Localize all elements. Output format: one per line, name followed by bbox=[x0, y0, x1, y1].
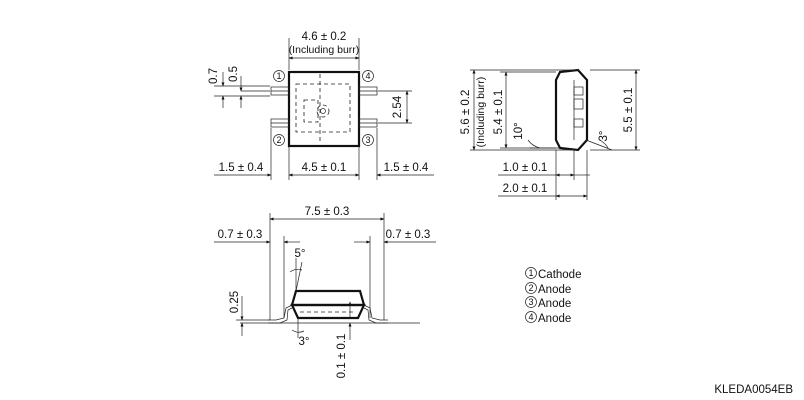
angle-3-front: 3° bbox=[299, 336, 310, 348]
svg-text:3: 3 bbox=[528, 297, 533, 307]
package-body bbox=[287, 70, 361, 148]
pitch-dim: 2.54 bbox=[392, 95, 404, 118]
lead-left-dim: 1.5 ± 0.4 bbox=[219, 162, 264, 174]
svg-text:Anode: Anode bbox=[538, 284, 571, 296]
svg-text:3: 3 bbox=[365, 135, 370, 145]
side-view: 5.6 ± 0.2 (Including burr) 5.4 ± 0.1 5.5… bbox=[460, 68, 640, 200]
side-body bbox=[554, 68, 589, 152]
svg-text:Anode: Anode bbox=[538, 313, 571, 325]
angle-5: 5° bbox=[295, 248, 306, 260]
angle-10: 10° bbox=[513, 122, 525, 139]
standoff-dim: 0.1 ± 0.1 bbox=[336, 334, 348, 379]
lead-right-dim: 1.5 ± 0.4 bbox=[384, 162, 429, 174]
dim-0-5: 0.5 bbox=[228, 66, 240, 82]
dim-1-0: 1.0 ± 0.1 bbox=[503, 162, 548, 174]
front-left-lead-dim: 0.7 ± 0.3 bbox=[218, 229, 263, 241]
dim-0-25: 0.25 bbox=[229, 291, 241, 313]
pin-1-marker: 1 bbox=[273, 70, 285, 82]
top-width-note: (Including burr) bbox=[289, 44, 360, 56]
svg-text:4: 4 bbox=[365, 71, 370, 81]
legend-item-3: 3 Anode bbox=[525, 296, 571, 310]
side-body-dim: 5.4 ± 0.1 bbox=[493, 90, 505, 135]
dim-2-0: 2.0 ± 0.1 bbox=[503, 183, 548, 195]
svg-text:2: 2 bbox=[528, 283, 533, 293]
dim-0-7: 0.7 bbox=[208, 68, 220, 84]
pin-legend: 1 Cathode 2 Anode 3 Anode 4 Anode bbox=[525, 267, 581, 325]
side-height-dim: 5.6 ± 0.2 bbox=[460, 90, 472, 135]
angle-3-side: 3° bbox=[598, 131, 610, 142]
svg-text:Cathode: Cathode bbox=[538, 269, 581, 281]
side-height-note: (Including burr) bbox=[475, 77, 487, 148]
top-view: 4.6 ± 0.2 (Including burr) 0.7 0.5 2.54 … bbox=[208, 31, 434, 180]
pin-4-marker: 4 bbox=[362, 70, 374, 82]
front-span-dim: 7.5 ± 0.3 bbox=[305, 206, 350, 218]
front-body-top bbox=[290, 289, 366, 307]
front-view: 7.5 ± 0.3 0.7 ± 0.3 0.7 ± 0.3 5° 0.25 3°… bbox=[214, 206, 436, 378]
svg-text:Anode: Anode bbox=[538, 298, 571, 310]
pin-3-marker: 3 bbox=[362, 134, 374, 146]
document-code: KLEDA0054EB bbox=[714, 384, 793, 396]
side-total-dim: 5.5 ± 0.1 bbox=[623, 88, 635, 133]
pin-2-marker: 2 bbox=[273, 134, 285, 146]
body-dim: 4.5 ± 0.1 bbox=[302, 162, 347, 174]
top-width-dim: 4.6 ± 0.2 bbox=[302, 31, 347, 43]
legend-item-4: 4 Anode bbox=[525, 311, 571, 325]
svg-text:4: 4 bbox=[528, 312, 533, 322]
legend-item-1: 1 Cathode bbox=[525, 267, 581, 281]
front-right-lead-dim: 0.7 ± 0.3 bbox=[386, 229, 431, 241]
legend-item-2: 2 Anode bbox=[525, 282, 571, 296]
front-body-bottom bbox=[290, 303, 366, 320]
svg-text:2: 2 bbox=[276, 135, 281, 145]
svg-text:1: 1 bbox=[276, 71, 281, 81]
svg-text:1: 1 bbox=[528, 268, 533, 278]
